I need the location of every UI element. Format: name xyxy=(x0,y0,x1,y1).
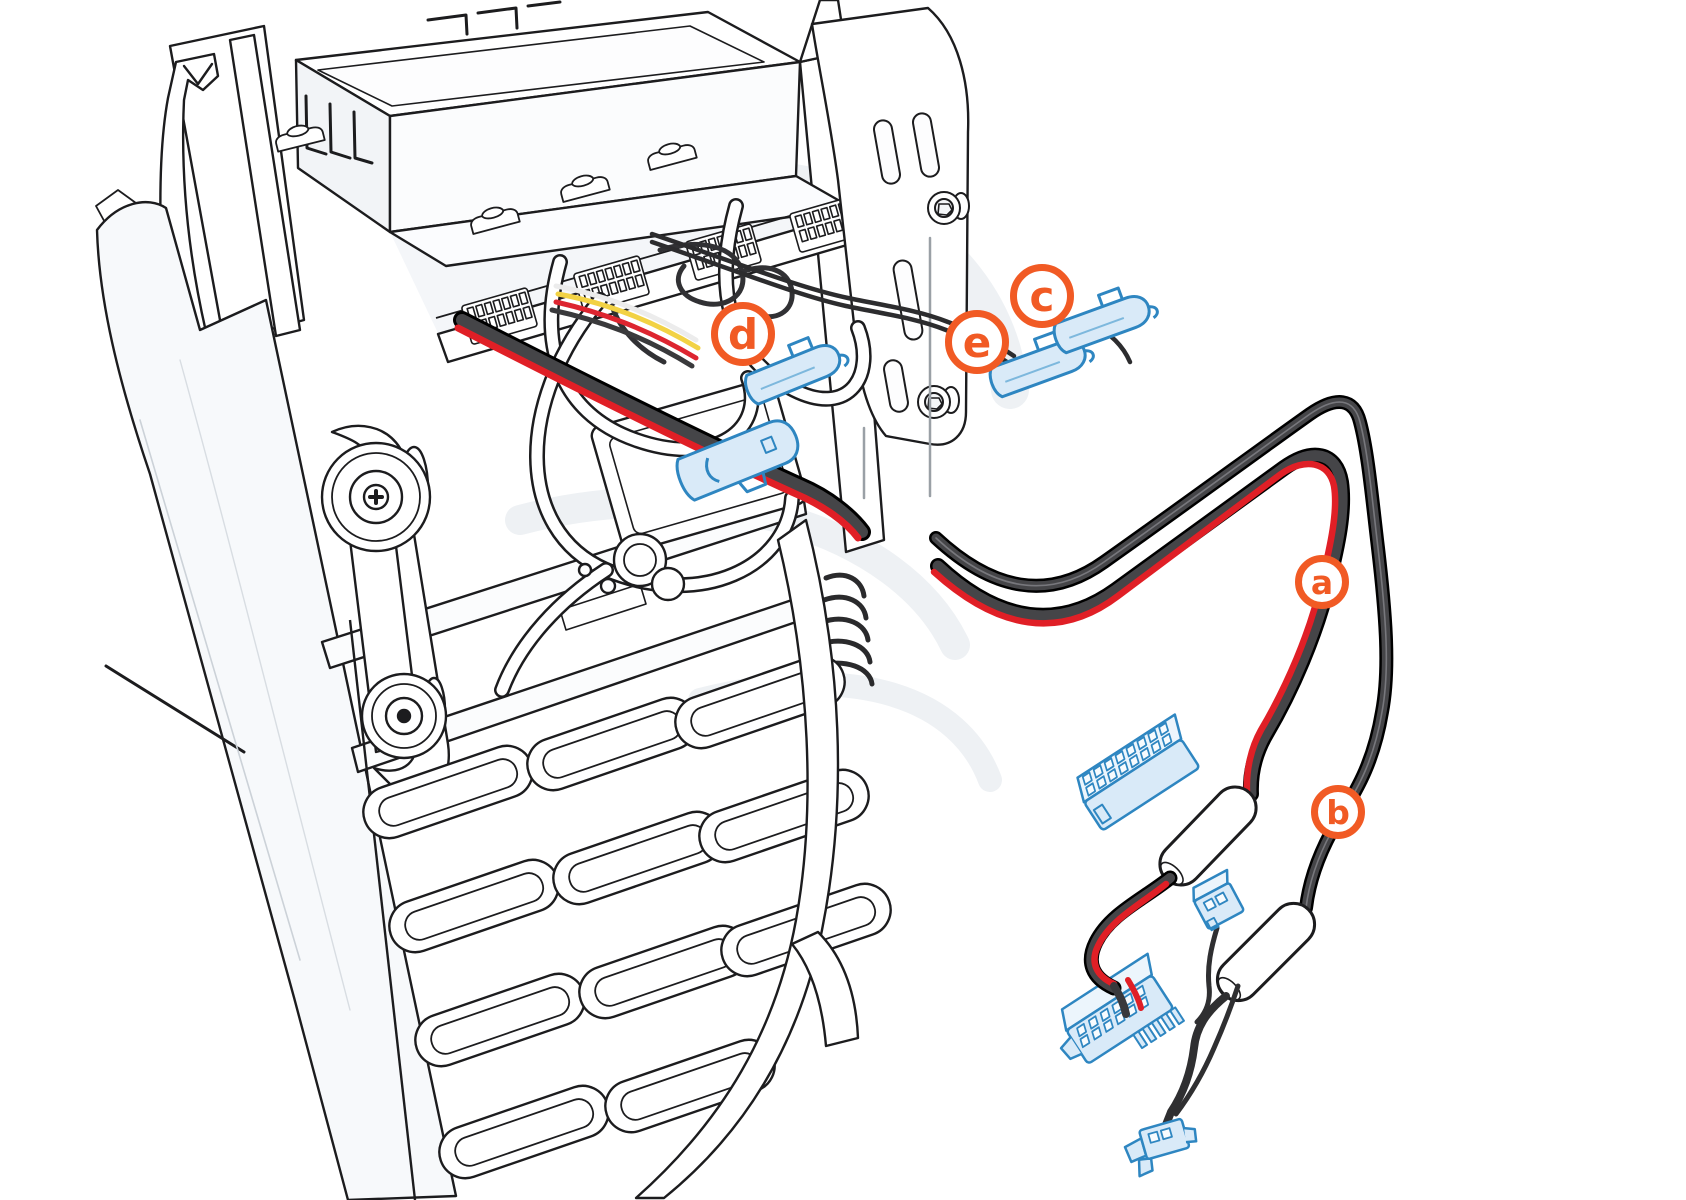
harness-exit-wires xyxy=(1159,925,1241,1138)
callout-d-label: d xyxy=(727,309,759,359)
connector-12-pin xyxy=(1059,952,1185,1064)
black-cable-harness xyxy=(929,395,1394,915)
callout-b: b xyxy=(1311,785,1365,839)
printer-chassis xyxy=(95,0,886,1200)
drive-mechanism xyxy=(320,198,932,797)
connector-16-pin xyxy=(1076,713,1200,831)
cable-clamp xyxy=(675,419,800,502)
callout-e-label: e xyxy=(962,317,992,367)
red-black-cable-harness xyxy=(930,447,1351,802)
callout-c-label: c xyxy=(1029,271,1055,321)
callout-d: d xyxy=(711,302,775,366)
louver-tray-stack xyxy=(348,518,899,1200)
callout-a: a xyxy=(1295,555,1349,609)
red-black-cable-tail xyxy=(1084,870,1178,1018)
callout-e: e xyxy=(945,310,1009,374)
end-connector xyxy=(1123,1117,1198,1178)
callout-c: c xyxy=(1010,264,1074,328)
callout-b-label: b xyxy=(1326,792,1350,832)
callout-a-label: a xyxy=(1310,562,1334,602)
connector-2-pin xyxy=(1192,868,1245,932)
